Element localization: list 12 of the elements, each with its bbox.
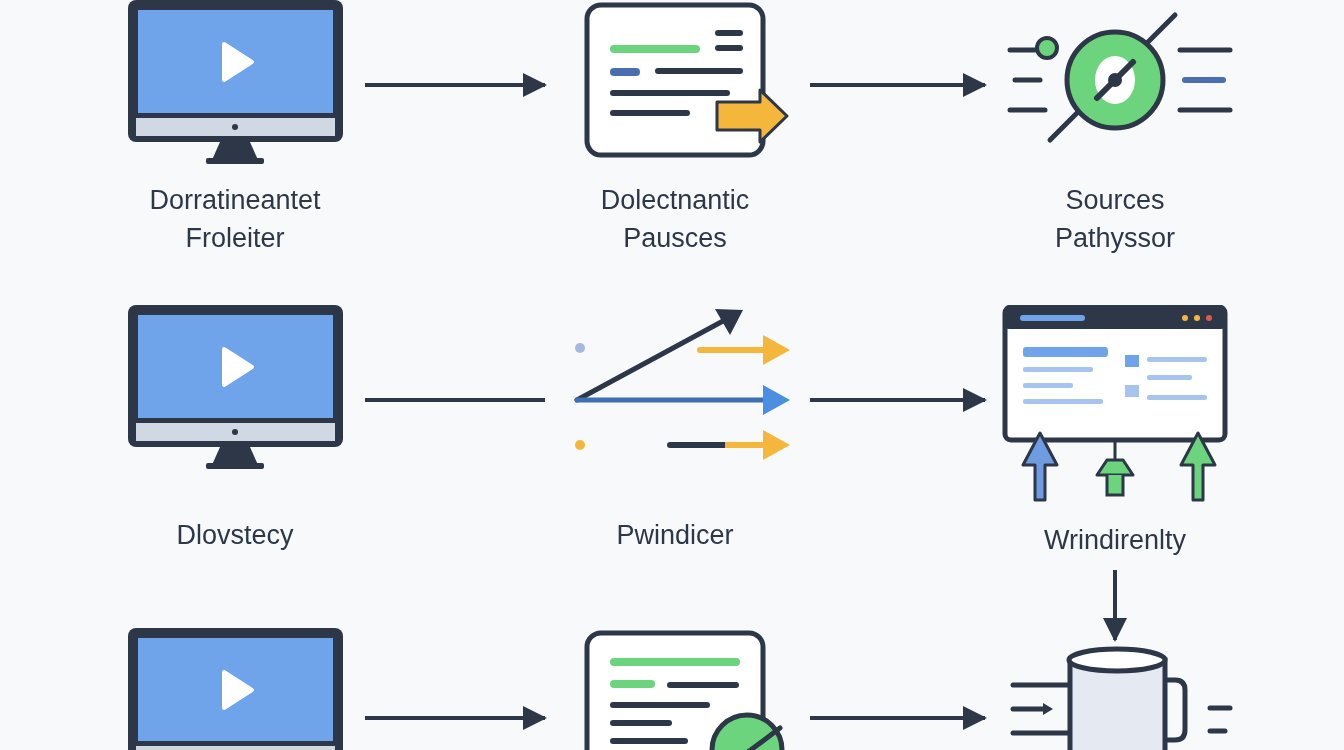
- node-caption: Dorratineantet Froleiter: [148, 184, 322, 255]
- arrow: [1103, 570, 1127, 642]
- node-caption: Pwindicer: [616, 519, 734, 552]
- node-caption: Wrindirenlty: [1043, 524, 1186, 557]
- node-caption: Dlovstecy: [176, 519, 294, 552]
- arrow: [365, 706, 547, 730]
- node-caption: Sources Pathyssor: [1053, 184, 1177, 255]
- arrow: [810, 73, 987, 97]
- node-caption: Dolectnantic Pausces: [599, 184, 751, 255]
- arrow: [365, 73, 547, 97]
- arrow: [810, 388, 987, 412]
- arrow: [810, 706, 987, 730]
